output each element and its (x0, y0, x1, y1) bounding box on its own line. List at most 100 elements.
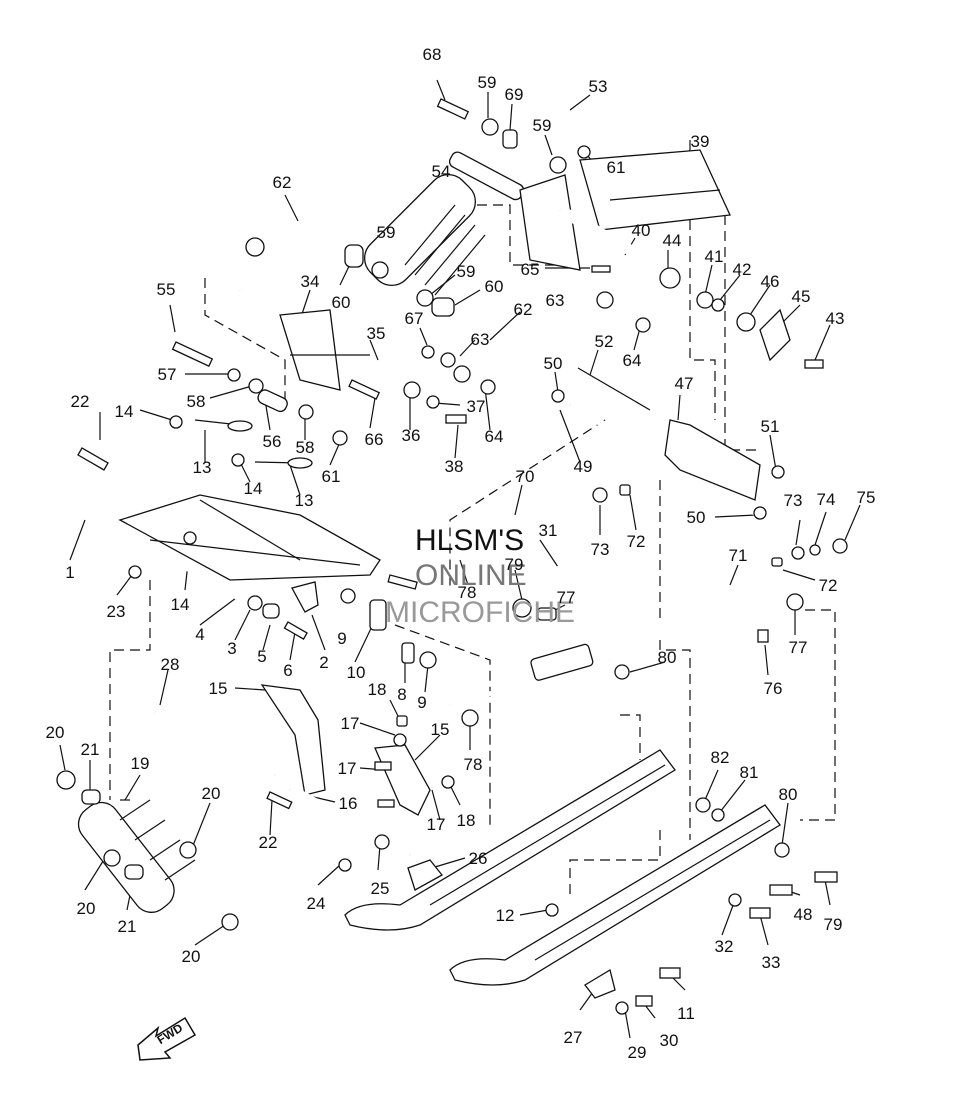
part-number-54: 54 (432, 162, 451, 181)
part-number-74: 74 (817, 490, 836, 509)
rear-arm-39 (579, 149, 731, 231)
part-number-59d: 59 (457, 262, 476, 281)
nut-18 (396, 715, 408, 727)
part-number-77b: 77 (789, 638, 808, 657)
part-number-37: 37 (467, 397, 486, 416)
part-number-66: 66 (365, 430, 384, 449)
part-number-55: 55 (157, 280, 176, 299)
part-number-46: 46 (761, 272, 780, 291)
washer-3 (247, 595, 263, 611)
nut-14b (231, 453, 245, 467)
collar-5 (262, 603, 280, 619)
bushing-63b (440, 352, 456, 368)
watermark-line2: ONLINE (415, 559, 527, 592)
part-number-59a: 59 (478, 73, 497, 92)
part-number-56: 56 (263, 432, 282, 451)
part-number-1: 1 (65, 563, 74, 582)
part-number-82: 82 (711, 748, 730, 767)
part-number-62a: 62 (273, 173, 292, 192)
part-number-59c: 59 (377, 223, 396, 242)
part-number-78a: 78 (458, 583, 477, 602)
collar-9 (340, 588, 356, 604)
part-number-40: 40 (632, 221, 651, 240)
collar-77a (537, 607, 557, 621)
part-number-32: 32 (715, 937, 734, 956)
fitting-79 (512, 598, 532, 618)
bushing-36 (403, 381, 421, 399)
washer-42 (711, 298, 725, 312)
part-number-26: 26 (469, 849, 488, 868)
bolt-22b (266, 791, 293, 810)
part-number-50a: 50 (544, 354, 563, 373)
fwd-arrow-icon: FWD (137, 1016, 197, 1061)
part-number-5: 5 (257, 647, 266, 666)
bolt-79 (814, 871, 838, 883)
nut-23 (128, 565, 142, 579)
bolt-66 (348, 379, 381, 400)
part-number-17c: 17 (427, 815, 446, 834)
collar-20b (179, 841, 197, 859)
washer-29 (615, 1001, 629, 1015)
part-number-36: 36 (402, 426, 421, 445)
bracket-15 (260, 684, 326, 796)
part-number-18b: 18 (457, 811, 476, 830)
bracket-40 (519, 174, 581, 271)
part-number-58a: 58 (187, 392, 206, 411)
part-number-78b: 78 (464, 755, 483, 774)
nut-18b (441, 775, 455, 789)
bolt-55 (171, 341, 214, 368)
part-number-29: 29 (628, 1043, 647, 1062)
slide-rail-right (449, 804, 781, 986)
stopper-27 (584, 968, 616, 999)
part-number-9a: 9 (337, 629, 346, 648)
bushing-59d (416, 289, 434, 307)
collar-77 (786, 593, 804, 611)
part-number-60a: 60 (332, 293, 351, 312)
part-number-25: 25 (371, 879, 390, 898)
part-number-14b: 14 (244, 479, 263, 498)
collar-25 (374, 834, 390, 850)
part-number-17b: 17 (338, 759, 357, 778)
bushing-59c (371, 261, 389, 279)
bushing-64 (635, 317, 651, 333)
part-number-69: 69 (505, 85, 524, 104)
collar-20c (103, 849, 121, 867)
part-number-81: 81 (740, 763, 759, 782)
part-number-57: 57 (158, 365, 177, 384)
part-number-63b: 63 (471, 330, 490, 349)
part-number-24: 24 (307, 894, 326, 913)
washer-81 (711, 808, 725, 822)
part-number-13a: 13 (193, 458, 212, 477)
collar-60b (431, 297, 455, 317)
washer-32 (728, 893, 742, 907)
collar-20 (56, 770, 76, 790)
part-number-14c: 14 (171, 595, 190, 614)
bolt-33 (749, 907, 771, 919)
washer-73b (791, 546, 805, 560)
washer-73 (592, 487, 608, 503)
part-number-45: 45 (792, 287, 811, 306)
part-number-15b: 15 (431, 720, 450, 739)
watermark-line3: MICROFICHE (385, 596, 575, 629)
part-number-20c: 20 (77, 899, 96, 918)
part-number-20a: 20 (46, 723, 65, 742)
watermark-line1: HLSM'S (415, 524, 524, 557)
front-arm-1 (46, 476, 381, 604)
washer-41 (696, 291, 714, 309)
washer-50b (753, 506, 767, 520)
bracket-47 (664, 419, 761, 501)
bushing-63 (596, 291, 614, 309)
part-number-18a: 18 (368, 680, 387, 699)
part-number-64a: 64 (623, 351, 642, 370)
fitting-76 (757, 629, 769, 643)
bolt-65 (591, 265, 611, 273)
part-number-2: 2 (319, 653, 328, 672)
part-number-62b: 62 (514, 300, 533, 319)
collar-44 (659, 267, 681, 289)
collar-72 (619, 484, 631, 496)
collar-9b (419, 651, 437, 669)
part-number-21b: 21 (118, 917, 137, 936)
part-number-68: 68 (423, 45, 442, 64)
